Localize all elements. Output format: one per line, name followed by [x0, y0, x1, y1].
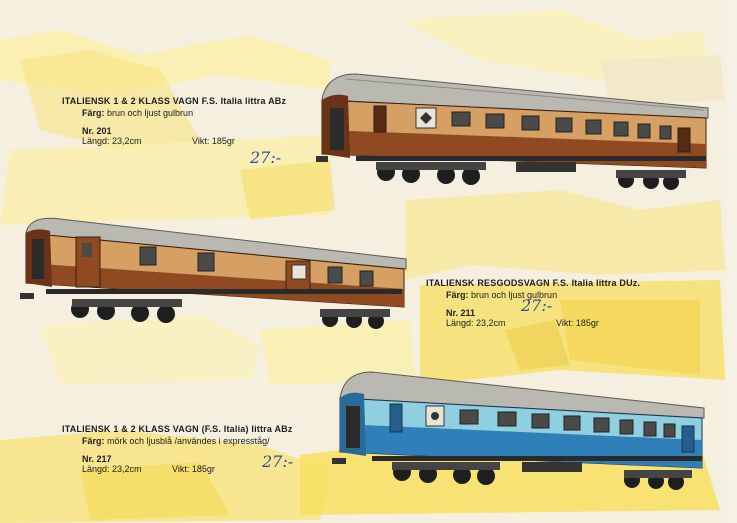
- price-note-217: 27:-: [262, 452, 294, 471]
- product-block-211: ITALIENSK RESGODSVAGN F.S. Italia littra…: [426, 278, 640, 329]
- price-note-201: 27:-: [250, 148, 282, 167]
- product-length: Längd: 23,2cm: [82, 464, 142, 474]
- product-measurements: Längd: 23,2cm Vikt: 185gr: [426, 318, 640, 329]
- product-measurements: Längd: 23,2cm Vikt: 185gr: [62, 464, 293, 475]
- product-length: Längd: 23,2cm: [446, 318, 506, 328]
- color-value: brun och ljust gulbrun: [107, 108, 194, 118]
- product-title: ITALIENSK RESGODSVAGN F.S. Italia littra…: [426, 278, 641, 288]
- product-color: Färg: mörk och ljusblå /användes i expre…: [62, 436, 293, 446]
- product-block-201: ITALIENSK 1 & 2 KLASS VAGN F.S. Italia l…: [62, 96, 286, 147]
- product-weight: Vikt: 185gr: [172, 464, 215, 474]
- product-weight: Vikt: 185gr: [192, 136, 235, 146]
- color-value: brun och ljust gulbrun: [471, 290, 558, 300]
- product-title: ITALIENSK 1 & 2 KLASS VAGN (F.S. Italia)…: [62, 424, 293, 434]
- color-value: mörk och ljusblå /användes i expresståg/: [107, 436, 270, 446]
- product-number: Nr. 211: [446, 308, 476, 318]
- product-color: Färg: brun och ljust gulbrun: [62, 108, 286, 118]
- product-length: Längd: 23,2cm: [82, 136, 142, 146]
- product-block-217: ITALIENSK 1 & 2 KLASS VAGN (F.S. Italia)…: [62, 424, 293, 475]
- wagon-illustration-abz-blue: [332, 371, 705, 490]
- product-measurements: Längd: 23,2cm Vikt: 185gr: [62, 136, 286, 147]
- wagon-illustration-duz-brown: [20, 217, 407, 329]
- product-weight: Vikt: 185gr: [556, 318, 599, 328]
- color-label: Färg:: [82, 436, 105, 446]
- price-note-211: 27:-: [521, 296, 553, 315]
- product-color: Färg: brun och ljust gulbrun: [426, 290, 640, 300]
- product-title: ITALIENSK 1 & 2 KLASS VAGN F.S. Italia l…: [62, 96, 287, 106]
- color-label: Färg:: [446, 290, 469, 300]
- wagon-illustration-abz-brown: [316, 73, 709, 190]
- product-number: Nr. 217: [82, 454, 112, 464]
- color-label: Färg:: [82, 108, 105, 118]
- product-number: Nr. 201: [82, 126, 112, 136]
